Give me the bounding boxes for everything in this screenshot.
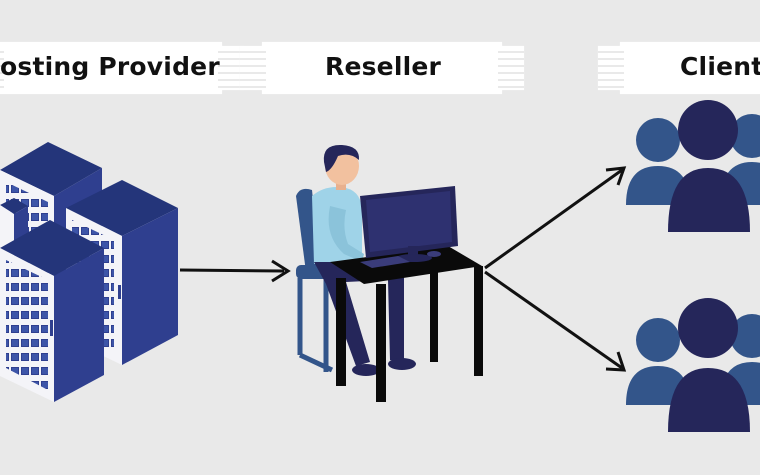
server-rack-icon bbox=[0, 142, 178, 402]
person-arm bbox=[328, 206, 364, 262]
arrow-reseller-to-client-bottom bbox=[484, 270, 627, 372]
person-at-desk-icon bbox=[296, 144, 483, 402]
computer-monitor bbox=[360, 186, 458, 268]
provider-label-banner bbox=[0, 42, 244, 94]
person-hair bbox=[323, 144, 360, 172]
arrow-reseller-to-client-top bbox=[484, 166, 627, 270]
reseller-label: Reseller bbox=[325, 52, 442, 81]
client-group-bottom bbox=[626, 298, 760, 432]
clients-label-banner bbox=[598, 42, 760, 94]
client-group-top bbox=[626, 100, 760, 232]
server-rack-front bbox=[0, 220, 104, 402]
desk bbox=[330, 246, 483, 402]
reseller-label-banner bbox=[240, 42, 524, 94]
clients-label: Client bbox=[680, 52, 760, 81]
user-group-icon bbox=[626, 100, 760, 432]
arrow-provider-to-reseller bbox=[179, 259, 291, 283]
provider-label: osting Provider bbox=[0, 52, 220, 81]
